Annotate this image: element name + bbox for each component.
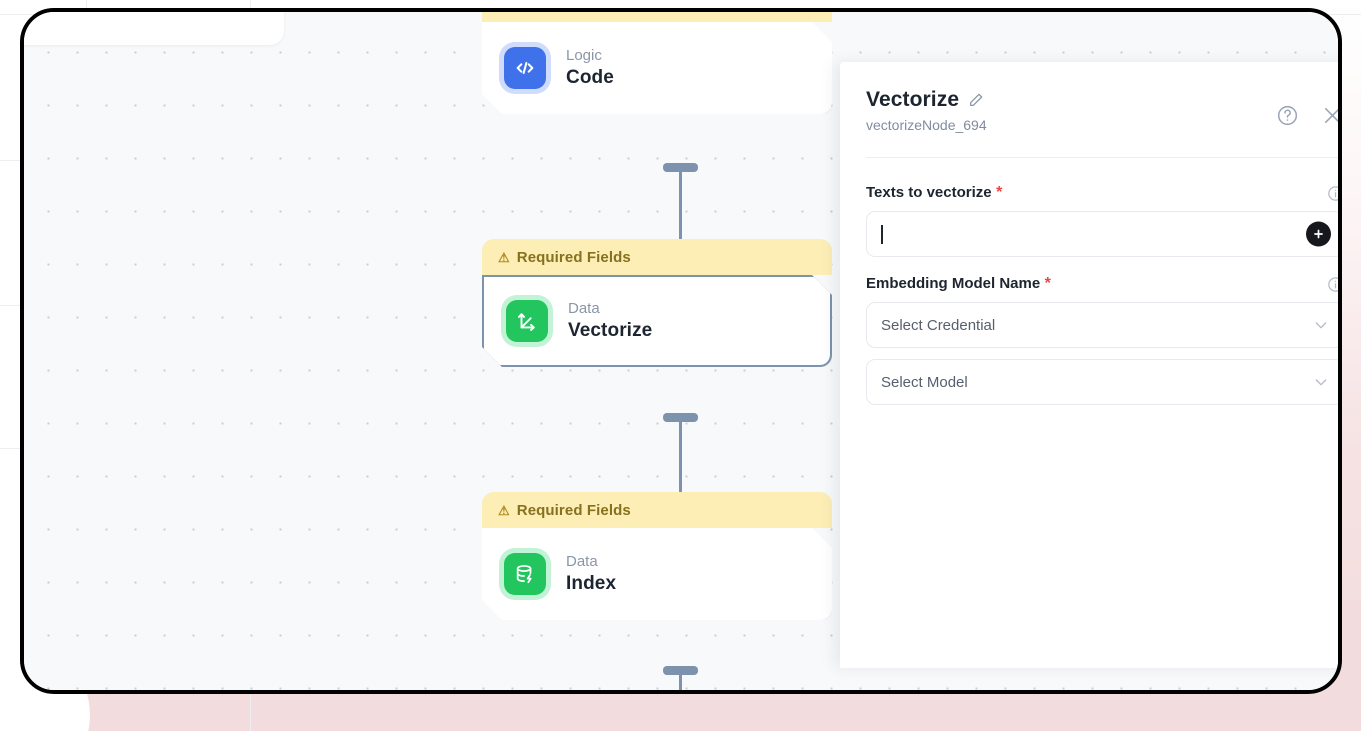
pencil-icon[interactable] — [968, 92, 984, 108]
field-label-group: Texts to vectorize * — [866, 184, 1002, 202]
node-title-label: Code — [566, 67, 614, 88]
plus-circle-icon[interactable] — [1306, 221, 1331, 247]
chevron-down-icon — [1313, 374, 1329, 390]
node-card[interactable]: Data Vectorize — [482, 275, 832, 367]
panel-header: Vectorize vectorizeNode_694 — [866, 62, 1338, 158]
help-circle-icon[interactable] — [1276, 104, 1299, 127]
edge-index-out — [679, 670, 682, 690]
flow-canvas[interactable]: ⚠ Required Fields Logic Code — [24, 12, 1338, 690]
field-label-row: Embedding Model Name * — [866, 275, 1338, 293]
node-warning-banner: ⚠ Required Fields — [482, 492, 832, 528]
texts-to-vectorize-input[interactable] — [866, 211, 1338, 257]
node-title-label: Index — [566, 573, 617, 594]
edge-vectorize-to-index — [679, 417, 682, 512]
node-warning-label: Required Fields — [517, 12, 631, 13]
node-properties-panel[interactable]: Vectorize vectorizeNode_694 — [840, 62, 1338, 668]
field-label: Texts to vectorize — [866, 184, 992, 201]
required-marker: * — [1044, 275, 1051, 292]
field-texts-to-vectorize: Texts to vectorize * — [866, 184, 1338, 257]
vector-axes-icon — [506, 300, 548, 342]
node-title-label: Vectorize — [568, 320, 653, 341]
canvas-toolbar-panel[interactable] — [24, 12, 284, 45]
text-caret — [881, 224, 883, 244]
info-circle-icon[interactable] — [1327, 185, 1338, 202]
panel-actions — [1276, 104, 1338, 127]
node-kind-label: Data — [568, 300, 600, 317]
node-text: Logic Code — [566, 47, 614, 89]
node-card[interactable]: Data Index — [482, 528, 832, 620]
code-brackets-icon — [504, 47, 546, 89]
select-credential-dropdown[interactable]: Select Credential — [866, 302, 1338, 348]
field-label: Embedding Model Name — [866, 275, 1041, 292]
field-label-row: Texts to vectorize * — [866, 184, 1338, 202]
device-frame: ⚠ Required Fields Logic Code — [20, 8, 1342, 694]
field-embedding-model-name: Embedding Model Name * — [866, 275, 1338, 405]
node-text: Data Index — [566, 553, 616, 595]
panel-body: Texts to vectorize * — [866, 158, 1338, 405]
node-card[interactable]: Logic Code — [482, 22, 832, 114]
node-kind-label: Logic — [566, 47, 602, 64]
flow-node-vectorize[interactable]: ⚠ Required Fields Data — [482, 239, 832, 367]
node-text: Data Vectorize — [568, 300, 652, 342]
flow-node-index[interactable]: ⚠ Required Fields Data — [482, 492, 832, 620]
close-icon[interactable] — [1321, 104, 1338, 127]
warning-triangle-icon: ⚠ — [498, 8, 510, 11]
required-marker: * — [996, 184, 1003, 201]
flow-node-code[interactable]: ⚠ Required Fields Logic Code — [482, 8, 832, 114]
node-warning-label: Required Fields — [516, 501, 631, 519]
warning-triangle-icon: ⚠ — [498, 249, 510, 265]
info-circle-icon[interactable] — [1327, 276, 1338, 293]
panel-divider — [866, 157, 1338, 158]
panel-title-row: Vectorize — [866, 88, 1338, 112]
panel-subtitle: vectorizeNode_694 — [866, 117, 987, 133]
node-warning-label: Required Fields — [516, 248, 631, 266]
select-model-value: Select Model — [881, 373, 968, 391]
select-model-dropdown[interactable]: Select Model — [866, 359, 1338, 405]
warning-triangle-icon: ⚠ — [498, 502, 510, 518]
select-credential-value: Select Credential — [881, 316, 996, 334]
chevron-down-icon — [1313, 317, 1329, 333]
node-kind-label: Data — [566, 553, 598, 570]
field-label-group: Embedding Model Name * — [866, 275, 1051, 293]
node-warning-banner: ⚠ Required Fields — [482, 239, 832, 275]
panel-title: Vectorize — [866, 88, 960, 111]
database-bolt-icon — [504, 553, 546, 595]
node-warning-banner: ⚠ Required Fields — [482, 8, 832, 22]
edge-code-to-vectorize — [679, 167, 682, 259]
